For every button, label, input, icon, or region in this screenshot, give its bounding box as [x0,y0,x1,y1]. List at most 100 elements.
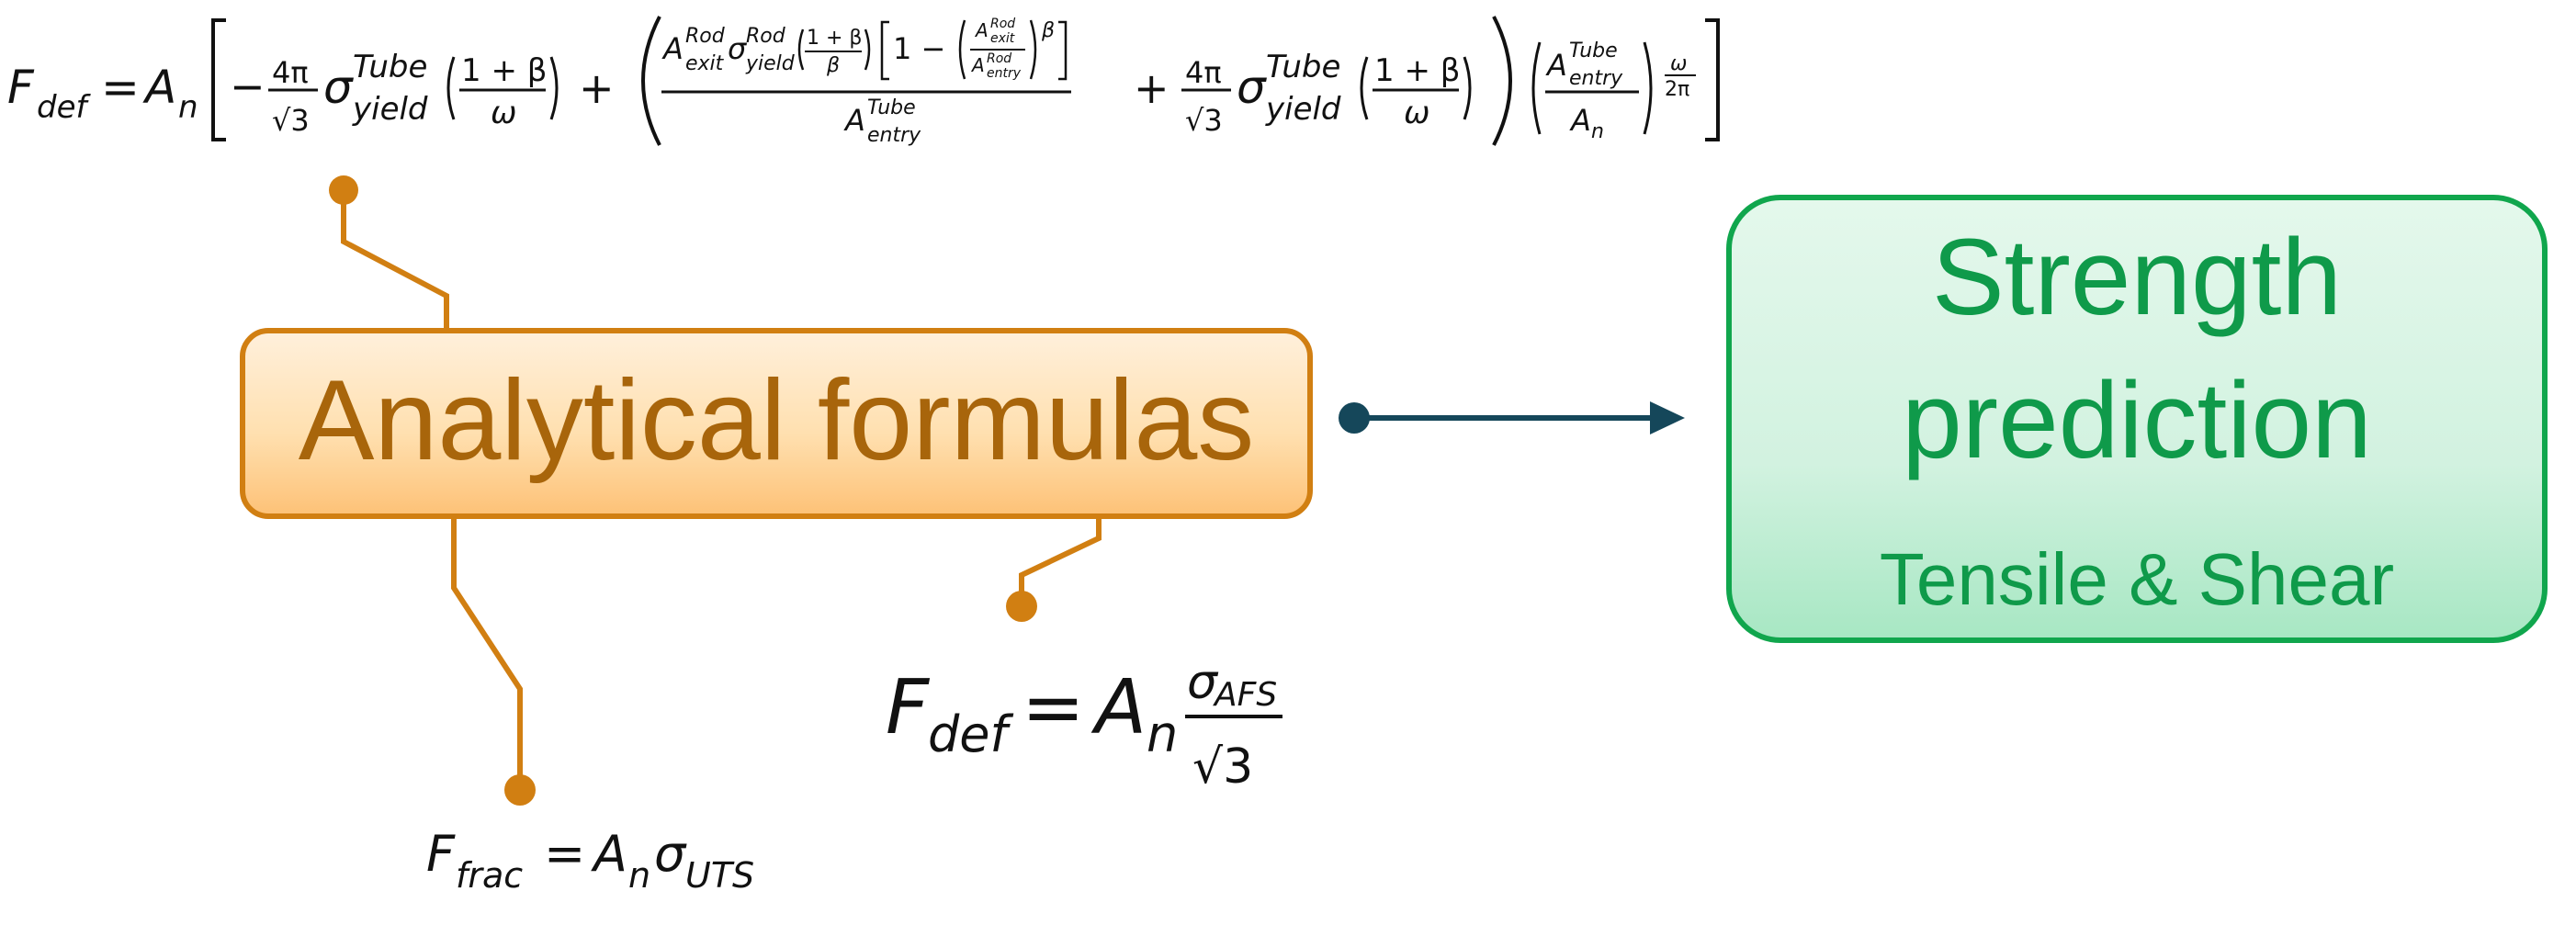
term3-paren-left [1360,56,1369,120]
num-inner-paren-right [1029,19,1037,80]
num-bracket-left [880,20,889,81]
num-bracket-right [1058,20,1068,81]
term1-coeff-den: √3 [272,103,310,138]
top-lhs: F [7,61,35,114]
frac-An: A [591,825,627,883]
outer-right-bracket [1705,18,1720,141]
num-one-minus: 1 − [893,31,945,66]
connector-dot-frac [504,774,536,806]
term3-tube-sup: Tube [1266,49,1340,85]
num-inner-A-top-sup: Rod [990,17,1015,31]
last-An-sub: n [1591,120,1604,143]
term3-coeff-num: 4π [1185,55,1222,90]
term1-yield-sub: yield [352,91,428,128]
num-beta-exp: β [1041,19,1055,42]
den-A-sub: entry [867,124,921,147]
num-paren-left [797,28,805,71]
connector-dot-def [1006,591,1037,622]
frac-lhs-sub: frac [456,855,523,896]
num-inner-A-bot-sub: entry [987,66,1022,81]
formula-def: F def = A n σ AFS √3 [886,655,1282,795]
term1-paren-right [549,56,559,120]
strength-box-bg [1726,195,2548,643]
num-paren-right [864,28,871,71]
frac-lhs: F [426,825,456,883]
term1-paren-left [446,56,456,120]
num-sigma-sup: Rod [746,25,786,48]
top-formula: F def = A n − 4π √3 σ Tube yield 1 + β ω… [7,16,1720,147]
big-paren-left [641,16,661,146]
last-paren-left [1531,41,1542,135]
frac-equals: = [544,825,585,883]
top-equals: = [101,61,140,114]
num-A1-sub: exit [685,52,725,75]
formula-frac: F frac = A n σ UTS [426,825,754,896]
def-den: √3 [1192,739,1253,795]
num-sigma-sub: yield [745,52,796,75]
term1-frac-den: ω [491,95,516,131]
term3-frac-den: ω [1404,95,1429,131]
def-lhs: F [886,664,931,751]
den-A-sup: Tube [867,96,916,119]
top-An: A [142,61,176,114]
connector-dot-top [329,175,358,205]
arrow-tail-dot [1339,402,1370,434]
term3-sigma: σ [1237,61,1267,114]
exp-omega: ω [1670,52,1687,75]
num-A1-sup: Rod [685,25,726,48]
num-inner-A-top: A [974,19,989,41]
analytical-box-bg [240,328,1313,519]
plus-2: + [1134,63,1169,113]
plus-1: + [579,63,615,113]
num-A1: A [661,31,684,66]
analytical-formulas-box: Analytical formulas [240,328,1313,519]
top-An-sub: n [178,89,198,126]
term3-paren-right [1463,56,1472,120]
num-inner-A-top-sub: exit [990,31,1015,46]
term1-frac-num: 1 + β [461,52,547,89]
last-paren-right [1643,41,1653,135]
big-paren-right [1492,16,1512,146]
num-sigma: σ [728,31,748,66]
connector-top-formula [341,190,449,331]
last-A-sup: Tube [1569,39,1618,62]
num-frac-num: 1 + β [807,27,862,50]
def-An-sub: n [1147,705,1178,763]
num-inner-A-bot-sup: Rod [987,51,1011,66]
frac-sigma-sub: UTS [685,855,754,896]
last-A-sub: entry [1569,67,1623,90]
strength-subtitle: Tensile & Shear [1880,538,2394,620]
num-inner-paren-left [958,19,966,80]
num-frac-den: β [826,54,840,77]
strength-prediction-box: Strength prediction Tensile & Shear [1726,195,2548,643]
term1-tube-sup: Tube [353,49,427,85]
term1-sigma: σ [323,61,354,114]
term3-coeff-den: √3 [1185,103,1223,138]
def-lhs-sub: def [928,705,1014,763]
strength-title-line1: Strength [1932,217,2342,338]
def-num-sub: AFS [1213,676,1277,714]
den-A: A [843,103,865,138]
term3-frac-num: 1 + β [1374,52,1460,89]
last-An: A [1569,103,1591,138]
top-lhs-sub: def [37,89,92,126]
frac-An-sub: n [628,855,650,896]
connector-def-formula [1019,516,1102,606]
term1-minus: − [230,62,266,111]
num-inner-A-bot: A [970,54,985,76]
frac-sigma: σ [654,825,687,883]
term3-yield-sub: yield [1265,91,1341,128]
def-num-sigma: σ [1187,655,1219,710]
analytical-box-label: Analytical formulas [299,357,1255,484]
def-equals: = [1022,664,1085,751]
term1-coeff-num: 4π [272,55,309,90]
strength-title-line2: prediction [1902,360,2372,481]
connector-frac-formula [451,514,523,788]
outer-left-bracket [211,18,226,141]
def-An: A [1090,664,1147,751]
flow-arrow [1339,401,1685,434]
arrow-head [1650,401,1685,434]
exp-two-pi: 2π [1665,78,1689,101]
last-A: A [1545,48,1567,83]
